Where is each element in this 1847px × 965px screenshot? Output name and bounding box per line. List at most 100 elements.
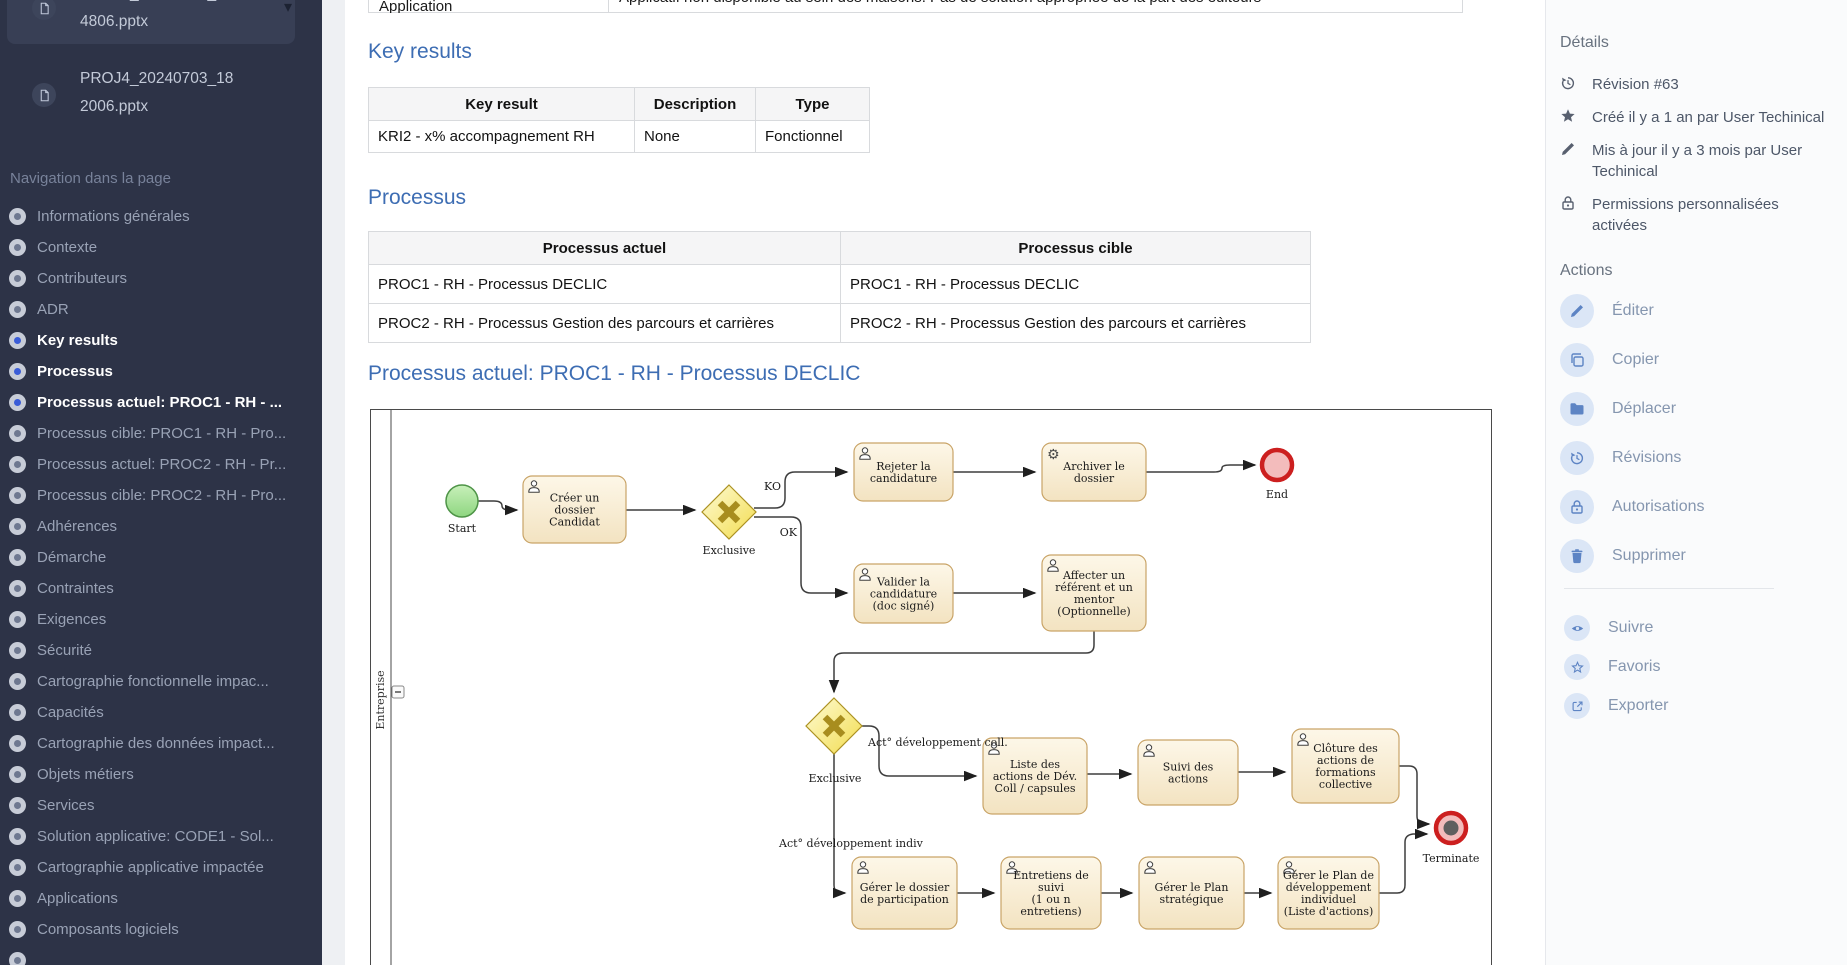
bpmn-exclusive-gateway: Exclusive — [805, 697, 863, 785]
sidebar-nav-item[interactable]: Cartographie applicative impactée — [0, 852, 322, 883]
nav-item-label: Adhérences — [37, 518, 118, 535]
trash-icon — [1560, 539, 1594, 573]
sidebar-nav-item[interactable]: Cartographie des données impact... — [0, 728, 322, 759]
sidebar-nav-item[interactable]: ADR — [0, 294, 322, 325]
nav-bullet-icon — [9, 859, 26, 876]
nav-bullet-icon — [9, 952, 26, 965]
bpmn-sequence-flow — [1399, 765, 1431, 830]
sidebar-nav-item[interactable]: Solution applicative: CODE1 - Sol... — [0, 821, 322, 852]
action-label: Autorisations — [1612, 498, 1705, 515]
nav-item-label: Services — [37, 797, 95, 814]
sidebar-nav-item[interactable]: Applications — [0, 883, 322, 914]
action-suivre[interactable]: Suivre — [1560, 615, 1831, 641]
action-autorisations[interactable]: Autorisations — [1560, 490, 1831, 524]
person-icon — [1047, 559, 1059, 572]
details-heading: Détails — [1560, 34, 1609, 51]
nav-item-label: Solution applicative: CODE1 - Sol... — [37, 828, 274, 845]
nav-item-label: Capacités — [37, 704, 104, 721]
sidebar-nav-item[interactable]: Processus actuel: PROC2 - RH - Pr... — [0, 449, 322, 480]
sidebar-nav-item[interactable]: Composants logiciels — [0, 914, 322, 945]
actions-heading: Actions — [1560, 262, 1613, 279]
nav-item-label: Processus cible: PROC2 - RH - Pro... — [37, 487, 287, 504]
sidebar-nav-item[interactable]: Objets métiers — [0, 759, 322, 790]
bpmn-sequence-flow — [1379, 828, 1429, 894]
svg-text:Terminate: Terminate — [1423, 852, 1480, 865]
action-favoris[interactable]: Favoris — [1560, 654, 1831, 680]
sidebar-nav-item[interactable] — [0, 945, 322, 965]
nav-item-label: Démarche — [37, 549, 107, 566]
table-cell: PROC1 - RH - Processus DECLIC — [840, 264, 1311, 304]
left-sidebar: PROJ4_20240703_17 4806.pptx ▾ PROJ4_2024… — [0, 0, 322, 965]
sidebar-nav-item[interactable]: Démarche — [0, 542, 322, 573]
bpmn-sequence-flow — [754, 516, 849, 599]
sidebar-nav-item[interactable]: Services — [0, 790, 322, 821]
sidebar-nav-item[interactable]: Contexte — [0, 232, 322, 263]
action-revisions[interactable]: Révisions — [1560, 441, 1831, 475]
action-supprimer[interactable]: Supprimer — [1560, 539, 1831, 573]
sidebar-nav-item[interactable]: Contraintes — [0, 573, 322, 604]
table-header-cell: Type — [755, 87, 870, 121]
sidebar-nav-item[interactable]: Informations générales — [0, 201, 322, 232]
sidebar-nav-item[interactable]: Processus — [0, 356, 322, 387]
action-label: Suivre — [1608, 619, 1654, 636]
star-outline-icon — [1564, 654, 1590, 680]
action-label: Exporter — [1608, 697, 1669, 714]
person-icon — [1006, 861, 1018, 874]
sidebar-nav-item[interactable]: Processus actuel: PROC1 - RH - ... — [0, 387, 322, 418]
nav-bullet-icon — [9, 704, 26, 721]
sidebar-nav-item[interactable]: Contributeurs — [0, 263, 322, 294]
sidebar-nav-item[interactable]: Exigences — [0, 604, 322, 635]
action-copier[interactable]: Copier — [1560, 343, 1831, 377]
lock-icon — [1560, 490, 1594, 524]
sidebar-nav-item[interactable]: Adhérences — [0, 511, 322, 542]
table-cell: PROC2 - RH - Processus Gestion des parco… — [368, 303, 841, 343]
nav-item-label: Contraintes — [37, 580, 114, 597]
table-cell: None — [634, 120, 756, 153]
chevron-down-icon[interactable]: ▾ — [284, 0, 293, 16]
file-icon — [32, 83, 56, 107]
sidebar-nav-item[interactable]: Processus cible: PROC2 - RH - Pro... — [0, 480, 322, 511]
nav-bullet-icon — [9, 735, 26, 752]
action-exporter[interactable]: Exporter — [1560, 693, 1831, 719]
person-icon — [528, 480, 540, 493]
sidebar-nav-item[interactable]: Sécurité — [0, 635, 322, 666]
action-label: Copier — [1612, 351, 1660, 368]
export-icon — [1564, 693, 1590, 719]
bpmn-sequence-flow — [862, 725, 978, 782]
table-header-cell: Key result — [368, 87, 635, 121]
nav-bullet-icon — [9, 766, 26, 783]
sidebar-nav-item[interactable]: Processus cible: PROC1 - RH - Pro... — [0, 418, 322, 449]
partial-table-row: ADR2 - Cadre stratégique - Application A… — [368, 0, 1468, 13]
section-title-processus: Processus — [368, 186, 467, 209]
nav-bullet-icon — [9, 549, 26, 566]
nav-bullet-icon — [9, 208, 26, 225]
action-deplacer[interactable]: Déplacer — [1560, 392, 1831, 426]
svg-text:Exclusive: Exclusive — [809, 772, 862, 785]
file-icon — [32, 0, 56, 20]
sidebar-nav-item[interactable]: Cartographie fonctionnelle impac... — [0, 666, 322, 697]
detail-text: Permissions personnalisées activées — [1592, 196, 1779, 234]
sidebar-nav-item[interactable]: Capacités — [0, 697, 322, 728]
nav-bullet-icon — [9, 301, 26, 318]
person-icon — [859, 447, 871, 460]
sidebar-nav-item[interactable]: Key results — [0, 325, 322, 356]
svg-text:Start: Start — [448, 522, 477, 535]
history-icon — [1560, 441, 1594, 475]
action-editer[interactable]: Éditer — [1560, 294, 1831, 328]
